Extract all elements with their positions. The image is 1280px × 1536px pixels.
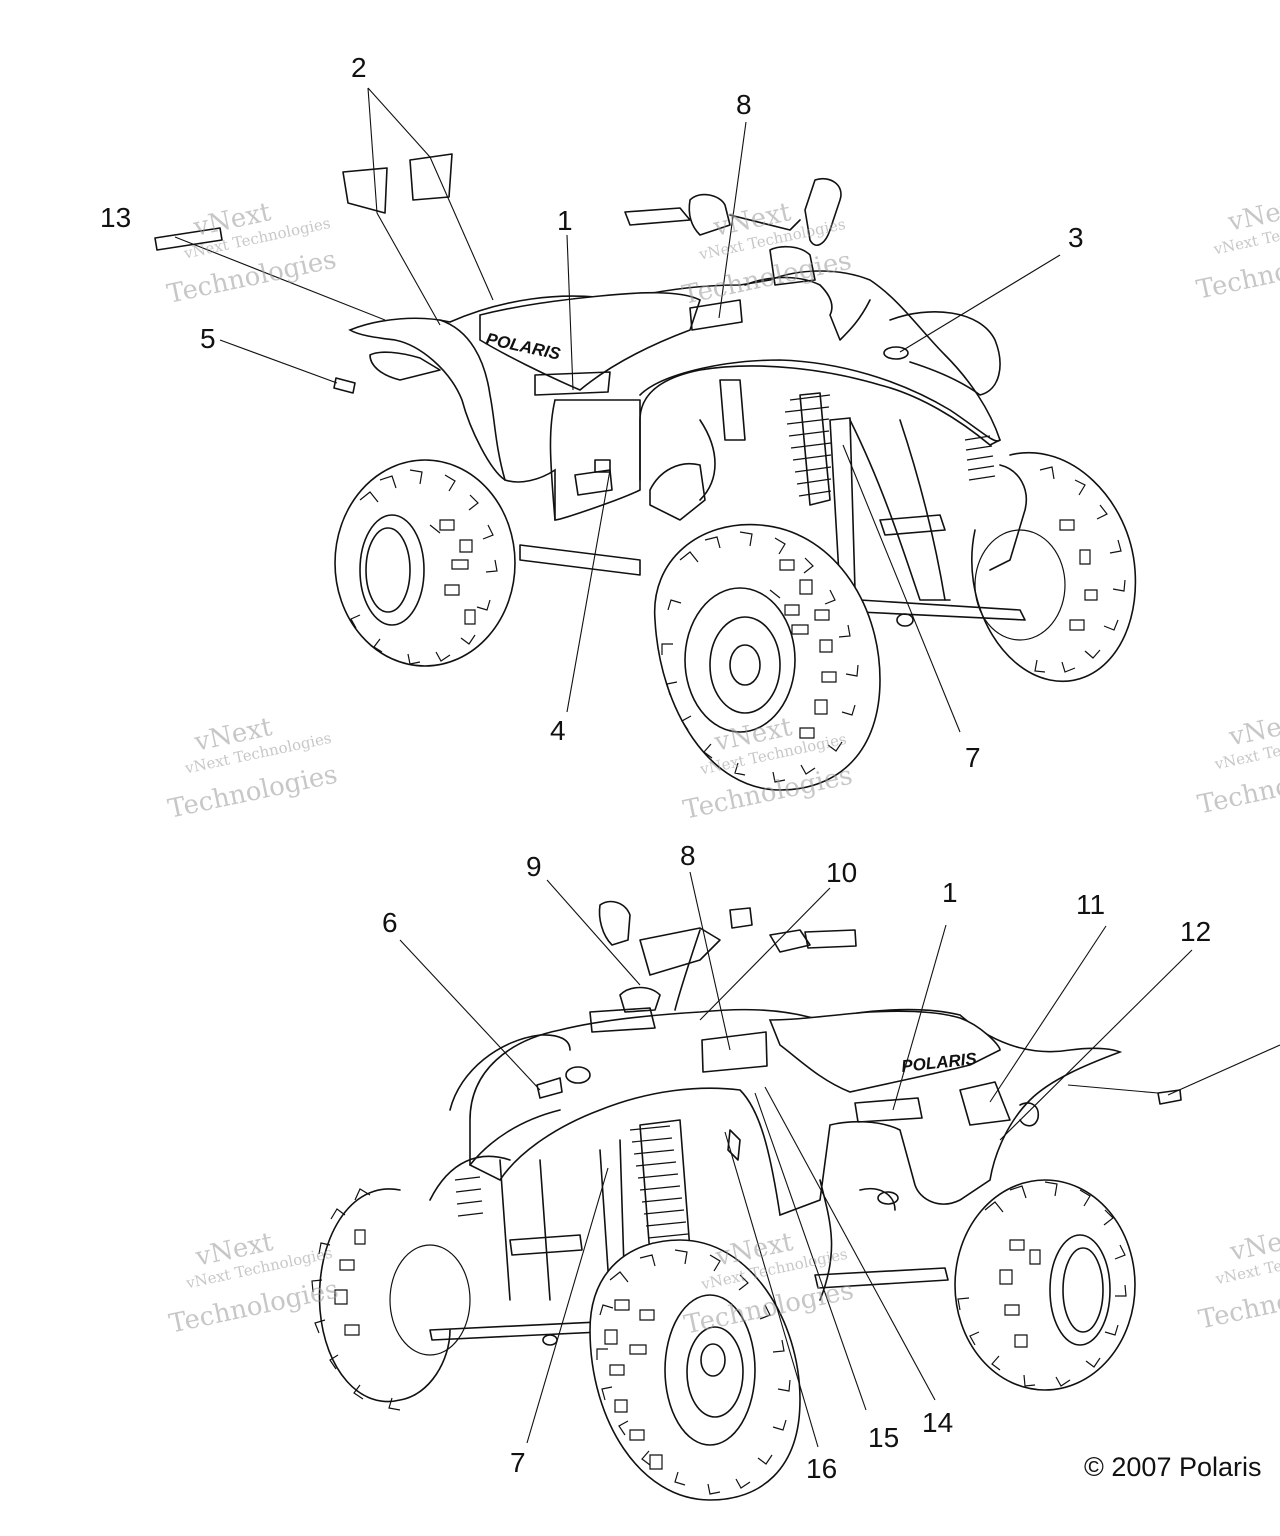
- callout-8-top: 8: [736, 89, 752, 120]
- decal-2-left: [342, 167, 388, 214]
- watermark: vNext vNext Technologies Technologies: [1196, 1222, 1280, 1336]
- atv-top-view: POLARIS: [154, 153, 1137, 791]
- front-far-left-wheel: [311, 1188, 471, 1411]
- watermark: vNext vNext Technologies Technologies: [167, 1227, 342, 1340]
- callout-leaders: [174, 87, 1280, 1448]
- decal-13-strip: [154, 227, 223, 251]
- watermark: vNext vNext Technologies Technologies: [1194, 192, 1280, 306]
- callout-8-bottom: 8: [680, 840, 696, 871]
- callout-6: 6: [382, 907, 398, 938]
- decal-12-rect: [1157, 1089, 1182, 1105]
- watermark: vNext vNext Technologies Technologies: [1195, 707, 1280, 821]
- callout-7-bottom: 7: [510, 1447, 526, 1478]
- decal-1-top: [534, 371, 611, 396]
- callout-11: 11: [1076, 889, 1105, 920]
- decal-8-bottom: [701, 1031, 768, 1073]
- watermark: vNext vNext Technologies Technologies: [166, 712, 341, 825]
- decal-2-right: [409, 153, 453, 201]
- callout-9: 9: [526, 851, 542, 882]
- decal-8-top: [689, 299, 743, 331]
- callout-10: 10: [826, 857, 857, 888]
- front-main-wheel: [589, 1239, 801, 1501]
- callout-5: 5: [200, 323, 216, 354]
- decal-6: [536, 1077, 563, 1099]
- callout-15: 15: [868, 1422, 899, 1453]
- atv-bottom-view: POLARIS: [311, 900, 1182, 1501]
- callout-2: 2: [351, 52, 367, 83]
- front-right-wheel: [971, 452, 1137, 683]
- decal-1-bottom: [854, 1097, 923, 1123]
- callout-13: 13: [100, 202, 131, 233]
- decal-11: [959, 1081, 1011, 1126]
- callout-3: 3: [1068, 222, 1084, 253]
- callout-12: 12: [1180, 916, 1211, 947]
- rear-right-wheel: [954, 1179, 1136, 1391]
- callout-7-top: 7: [965, 742, 981, 773]
- copyright-notice: © 2007 Polaris: [1084, 1452, 1262, 1482]
- callout-4: 4: [550, 715, 566, 746]
- callout-1-bottom: 1: [942, 877, 958, 908]
- front-left-wheel: [653, 523, 881, 791]
- atv-top-body: POLARIS: [154, 153, 1027, 627]
- callout-16: 16: [806, 1453, 837, 1484]
- atv-bottom-body: POLARIS: [429, 900, 1182, 1346]
- callout-numbers: 2 8 13 1 3 5 4 7 9 8 10 6 1 11 12 7 16 1…: [100, 52, 1211, 1484]
- callout-1-top: 1: [557, 205, 573, 236]
- callout-14: 14: [922, 1407, 953, 1438]
- decal-5-rect: [333, 377, 356, 394]
- rear-left-wheel: [334, 459, 516, 667]
